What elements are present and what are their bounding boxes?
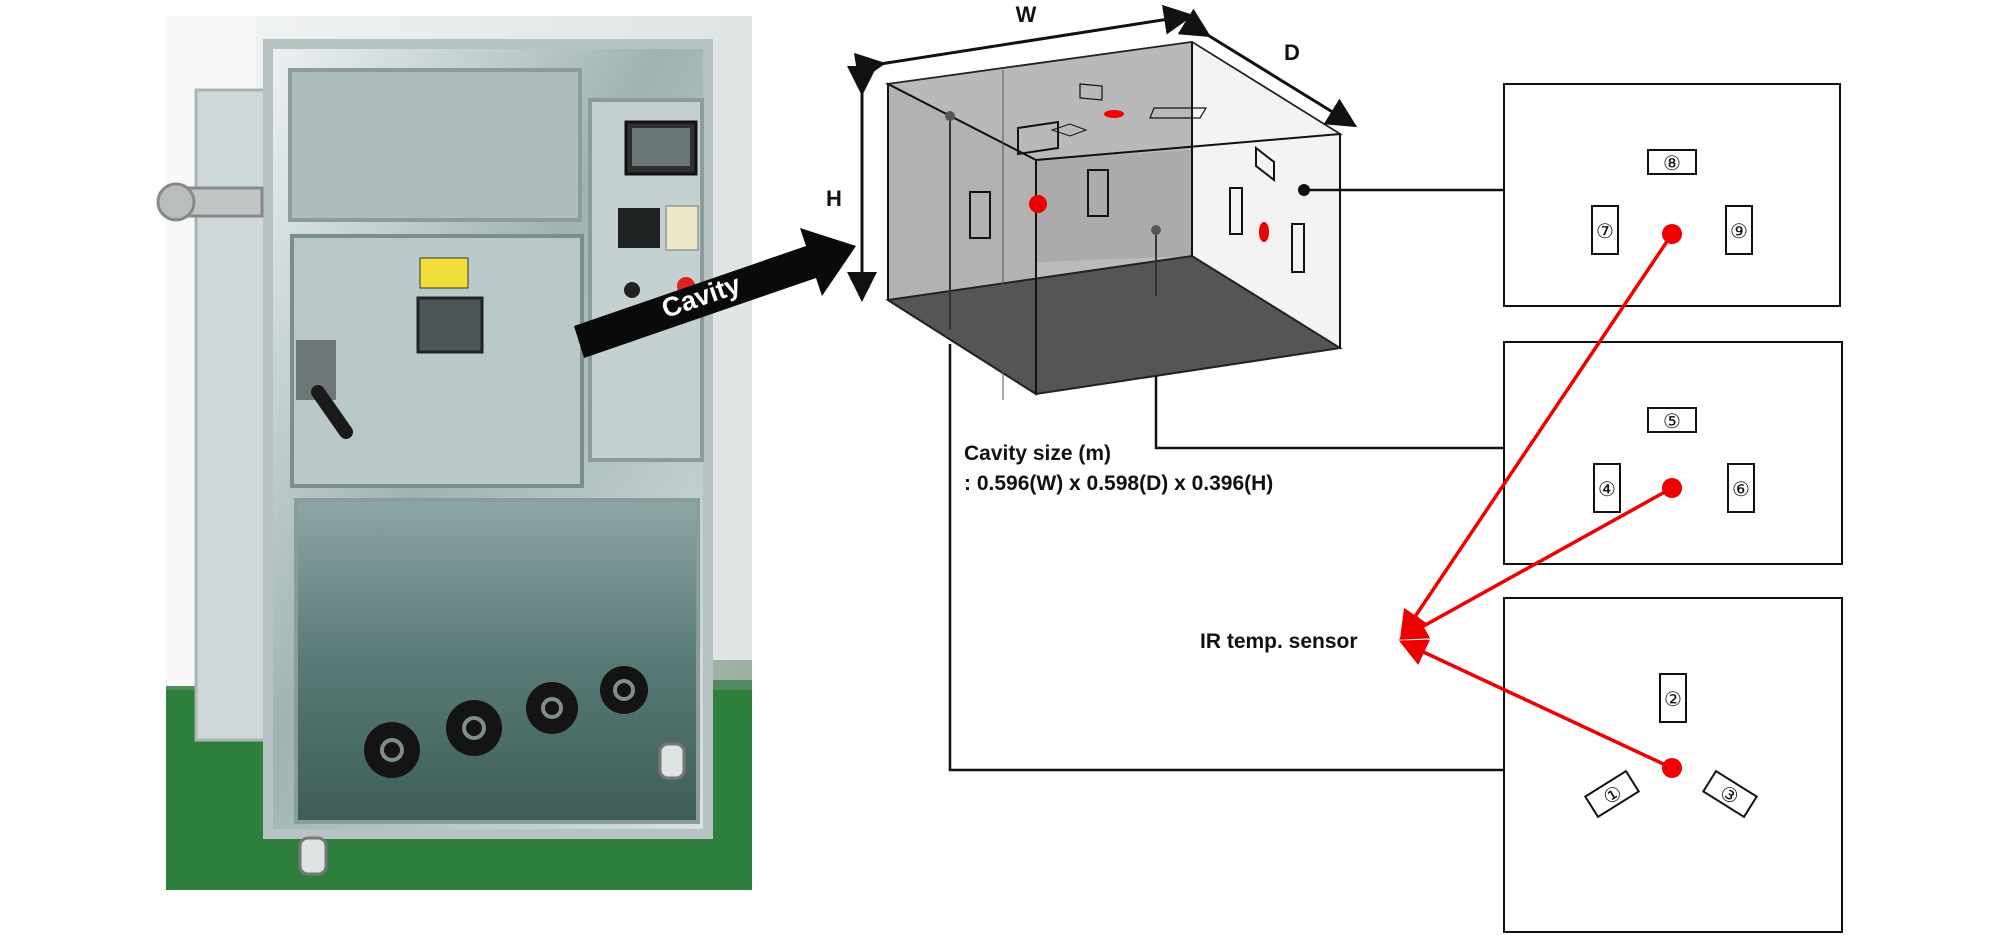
panel-middle-label-4: ④ — [1598, 477, 1616, 501]
panel-top: ⑧ ⑦ ⑨ — [1503, 83, 1841, 307]
dimension-arrows — [847, 4, 1358, 302]
cavity-box — [884, 40, 1344, 400]
panel-bottom-label-2: ② — [1664, 687, 1682, 711]
panel-top-label-8: ⑧ — [1663, 151, 1681, 175]
cavity-size-value: : 0.596(W) x 0.598(D) x 0.396(H) — [964, 472, 1273, 495]
equipment-photo — [156, 16, 752, 890]
connector-lines — [948, 188, 1504, 772]
panel-top-label-9: ⑨ — [1730, 219, 1748, 243]
panel-middle: ⑤ ④ ⑥ — [1503, 341, 1843, 565]
dim-d-label: D — [1284, 40, 1300, 65]
cavity-sensor-spot-top — [1104, 110, 1124, 118]
panel-bottom: ② ① ③ — [1503, 597, 1843, 933]
dim-h-label: H — [826, 186, 842, 211]
ir-sensor-label: IR temp. sensor — [1200, 630, 1358, 653]
dim-w-label: W — [1016, 2, 1037, 27]
cavity-size-title: Cavity size (m) — [964, 442, 1111, 465]
panel-top-label-7: ⑦ — [1596, 219, 1614, 243]
cavity-sensor-spot-front — [1029, 195, 1047, 213]
panel-middle-label-5: ⑤ — [1663, 409, 1681, 433]
cavity-sensor-spot-side — [1259, 222, 1269, 242]
sensor-lines — [1398, 233, 1674, 770]
panel-middle-label-6: ⑥ — [1732, 477, 1750, 501]
